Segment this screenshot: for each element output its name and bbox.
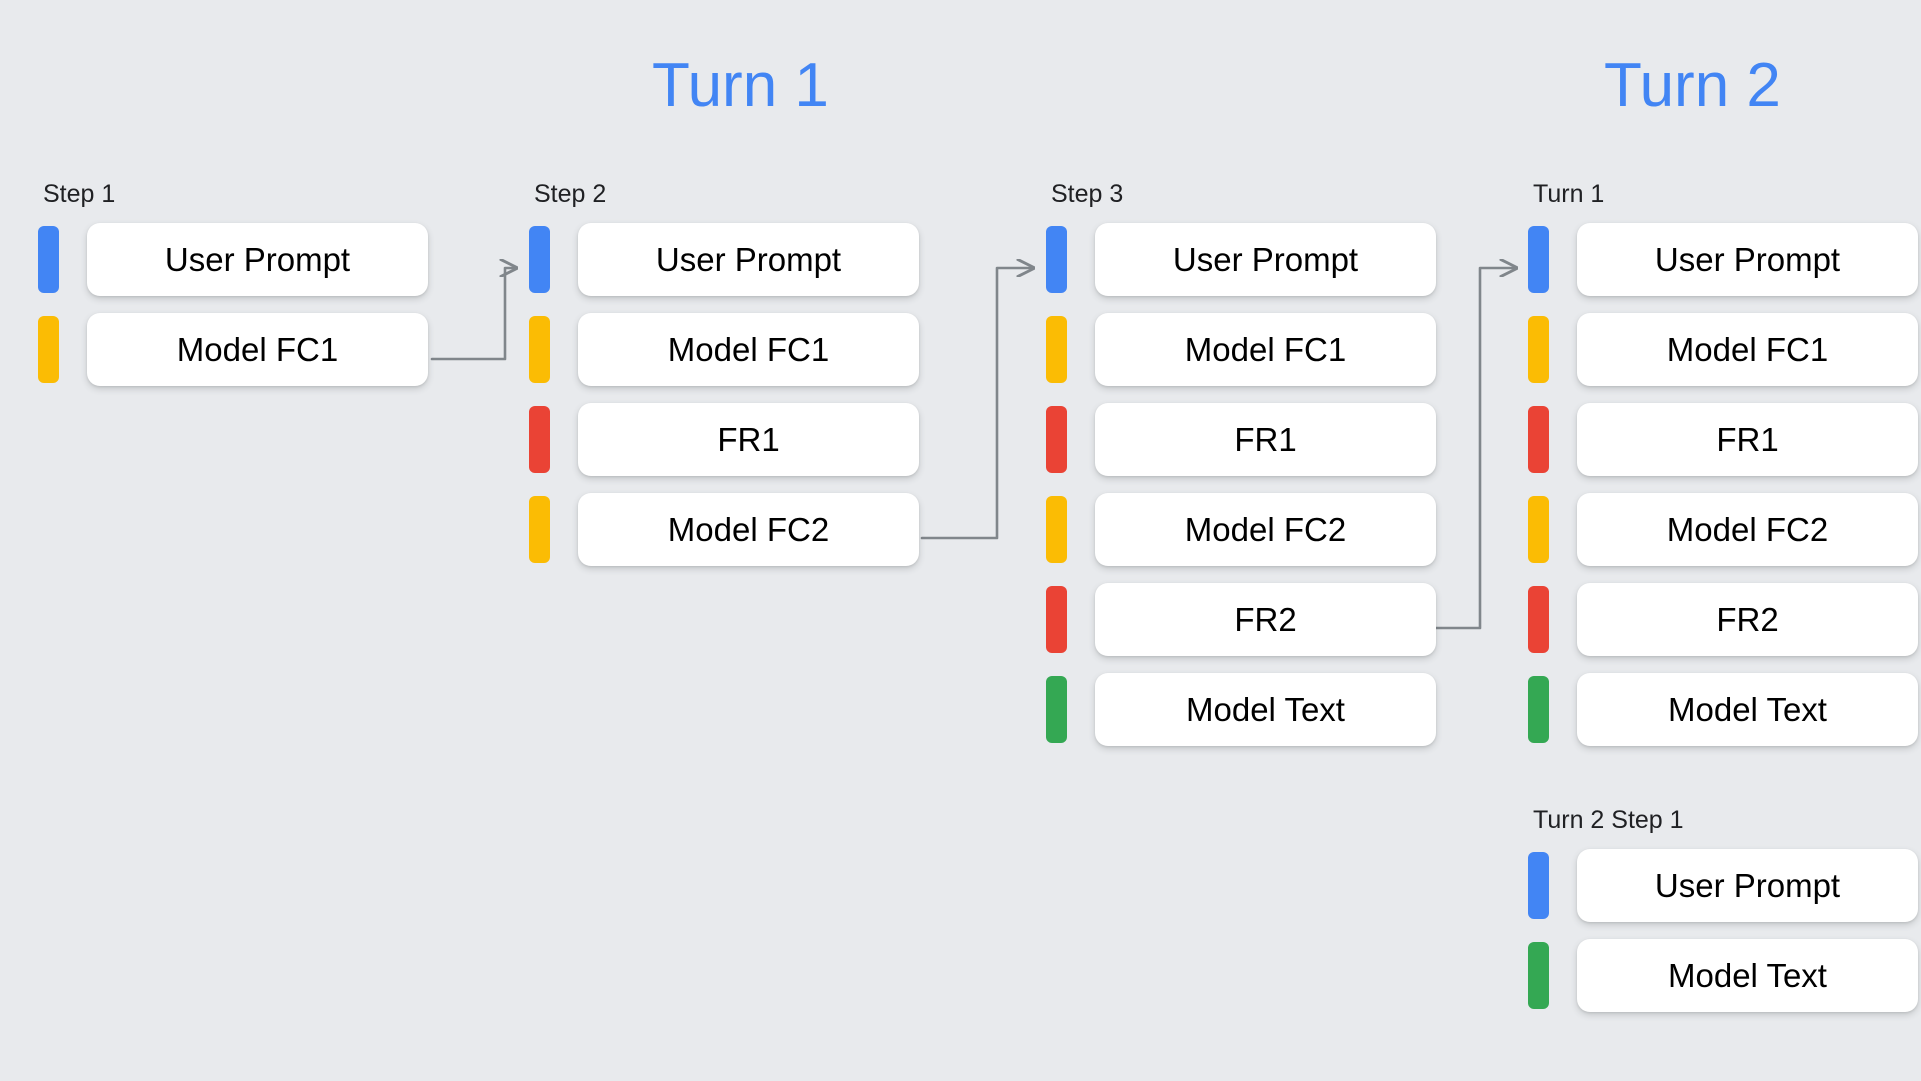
message-row: Model FC1 <box>529 313 919 386</box>
role-color-bar-yellow <box>1046 316 1067 383</box>
role-color-bar-yellow <box>529 496 550 563</box>
turn-2-title: Turn 2 <box>1604 51 1781 120</box>
column-label: Turn 2 Step 1 <box>1533 806 1684 834</box>
connector-step1-to-step2 <box>430 268 516 361</box>
message-row: User Prompt <box>38 223 428 296</box>
message-card[interactable]: User Prompt <box>578 223 919 296</box>
message-row: User Prompt <box>1046 223 1436 296</box>
connector-step2-to-step3 <box>920 268 1033 540</box>
turn-1-title: Turn 1 <box>652 51 829 120</box>
message-row: FR1 <box>1046 403 1436 476</box>
message-row: Model Text <box>1528 939 1918 1012</box>
message-row: User Prompt <box>529 223 919 296</box>
message-row: FR2 <box>1046 583 1436 656</box>
role-color-bar-red <box>1046 406 1067 473</box>
message-card[interactable]: User Prompt <box>1095 223 1436 296</box>
message-card[interactable]: User Prompt <box>1577 223 1918 296</box>
message-card[interactable]: Model FC1 <box>87 313 428 386</box>
column-label: Step 2 <box>534 180 607 208</box>
message-row: User Prompt <box>1528 223 1918 296</box>
message-card[interactable]: FR1 <box>1095 403 1436 476</box>
message-row: User Prompt <box>1528 849 1918 922</box>
column-label: Turn 1 <box>1533 180 1605 208</box>
role-color-bar-red <box>1528 586 1549 653</box>
role-color-bar-yellow <box>1528 316 1549 383</box>
message-row: FR1 <box>1528 403 1918 476</box>
message-row: Model Text <box>1046 673 1436 746</box>
message-card[interactable]: Model FC1 <box>578 313 919 386</box>
column-label: Step 3 <box>1051 180 1124 208</box>
message-row: Model FC2 <box>1046 493 1436 566</box>
message-row: FR2 <box>1528 583 1918 656</box>
role-color-bar-red <box>1528 406 1549 473</box>
message-card[interactable]: FR1 <box>1577 403 1918 476</box>
message-row: Model FC1 <box>1046 313 1436 386</box>
message-row: Model FC2 <box>1528 493 1918 566</box>
message-row: Model FC1 <box>1528 313 1918 386</box>
message-row: FR1 <box>529 403 919 476</box>
message-card[interactable]: Model Text <box>1577 673 1918 746</box>
message-card[interactable]: Model FC1 <box>1095 313 1436 386</box>
role-color-bar-blue <box>1528 852 1549 919</box>
column-label: Step 1 <box>43 180 116 208</box>
role-color-bar-red <box>1046 586 1067 653</box>
message-card[interactable]: Model Text <box>1577 939 1918 1012</box>
role-color-bar-green <box>1046 676 1067 743</box>
role-color-bar-green <box>1528 676 1549 743</box>
role-color-bar-blue <box>529 226 550 293</box>
role-color-bar-yellow <box>1528 496 1549 563</box>
message-card[interactable]: Model Text <box>1095 673 1436 746</box>
message-card[interactable]: User Prompt <box>87 223 428 296</box>
role-color-bar-yellow <box>529 316 550 383</box>
role-color-bar-blue <box>1528 226 1549 293</box>
message-row: Model Text <box>1528 673 1918 746</box>
role-color-bar-red <box>529 406 550 473</box>
message-row: Model FC2 <box>529 493 919 566</box>
message-card[interactable]: FR2 <box>1095 583 1436 656</box>
role-color-bar-blue <box>38 226 59 293</box>
message-card[interactable]: Model FC2 <box>1095 493 1436 566</box>
role-color-bar-yellow <box>38 316 59 383</box>
message-card[interactable]: Model FC1 <box>1577 313 1918 386</box>
role-color-bar-green <box>1528 942 1549 1009</box>
message-card[interactable]: Model FC2 <box>578 493 919 566</box>
role-color-bar-yellow <box>1046 496 1067 563</box>
message-card[interactable]: User Prompt <box>1577 849 1918 922</box>
message-card[interactable]: FR2 <box>1577 583 1918 656</box>
message-row: Model FC1 <box>38 313 428 386</box>
message-card[interactable]: FR1 <box>578 403 919 476</box>
role-color-bar-blue <box>1046 226 1067 293</box>
message-card[interactable]: Model FC2 <box>1577 493 1918 566</box>
